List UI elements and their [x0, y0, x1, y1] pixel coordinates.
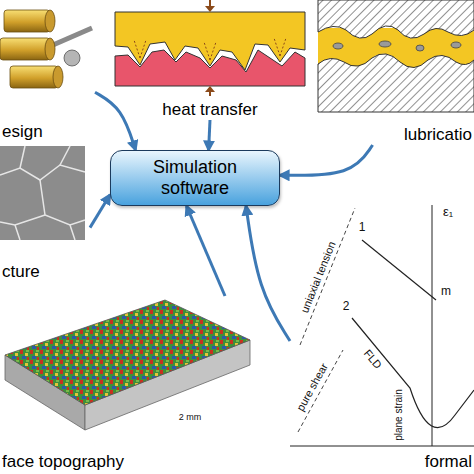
load-arrowhead	[205, 6, 215, 12]
tool-surface	[318, 0, 474, 38]
flow-arrow	[246, 206, 290, 341]
roller-end	[53, 66, 63, 88]
heat-flow-line	[274, 38, 280, 56]
flow-arrow	[90, 195, 110, 228]
roller	[10, 66, 58, 88]
grain-boundary	[40, 180, 85, 225]
grain-boundary	[70, 225, 75, 240]
strain-path	[362, 240, 436, 300]
chart-label: 2	[343, 300, 350, 313]
roller-end	[45, 38, 55, 60]
flow-arrow	[95, 92, 136, 150]
caption-text: face topography	[2, 452, 124, 472]
particle	[416, 45, 424, 51]
workpiece-surface	[318, 54, 474, 112]
chart-label: pure shear	[294, 361, 330, 413]
photo-ground	[0, 146, 85, 240]
flow-arrow	[209, 120, 210, 150]
chart-label: 1	[359, 221, 366, 234]
axis	[432, 205, 433, 446]
caption-text: formal	[425, 452, 472, 472]
load-arrowhead	[205, 86, 215, 92]
topography-plot	[5, 300, 250, 430]
heat-flow-line	[140, 40, 146, 58]
caption-text: lubricatio	[404, 125, 472, 145]
illustration-panel: face topography	[0, 296, 250, 474]
process-box: Simulation software	[110, 150, 280, 206]
chart-label: m	[441, 285, 451, 298]
grain-boundary	[15, 225, 20, 240]
chart-label: uniaxial tension	[298, 240, 338, 315]
lubrication-illustration	[318, 0, 474, 112]
axis	[290, 446, 474, 447]
grain-boundaries	[0, 146, 85, 240]
heat-flow-line	[204, 42, 210, 60]
chart-label: ε₁	[443, 205, 453, 219]
heat-transfer-illustration	[115, 0, 305, 96]
particle	[379, 41, 391, 47]
caption-text: esign	[2, 122, 43, 142]
illustration-panel: formal	[290, 208, 474, 474]
grain-boundary	[0, 215, 45, 225]
grain-boundary	[0, 165, 85, 180]
grain-boundary	[60, 146, 70, 165]
illustration-panel: cture	[0, 146, 90, 282]
grain-boundary	[20, 146, 25, 168]
heat-flow-line	[134, 40, 140, 58]
upper-body	[115, 12, 305, 70]
scale-label: 2 mm	[179, 413, 202, 423]
caption-text: cture	[2, 262, 40, 282]
heat-flow-line	[210, 42, 216, 60]
heat-flow-lines	[134, 38, 286, 60]
particle	[333, 43, 343, 49]
illustration-panel: lubricatio	[318, 0, 474, 145]
roller-end	[45, 10, 55, 32]
chart-label: plane strain	[393, 389, 404, 441]
flow-arrow	[280, 145, 373, 175]
gear	[64, 50, 80, 66]
particle	[451, 42, 461, 48]
roller	[4, 10, 50, 32]
flow-arrow	[187, 206, 226, 296]
illustration-panel: heat transfer	[112, 0, 308, 120]
roller	[0, 38, 50, 60]
caption-text: heat transfer	[162, 100, 257, 120]
illustration-panel: esign	[0, 0, 95, 142]
strain-path	[300, 208, 355, 345]
box-label: Simulation software	[130, 157, 260, 198]
microstructure-photo	[0, 146, 85, 240]
heat-flow-line	[280, 38, 286, 56]
fld-curve	[352, 318, 474, 428]
roller-illustration	[0, 10, 92, 88]
surface-texture	[5, 300, 250, 405]
chart-label: FLD	[362, 347, 385, 371]
fld-chart	[290, 205, 474, 446]
